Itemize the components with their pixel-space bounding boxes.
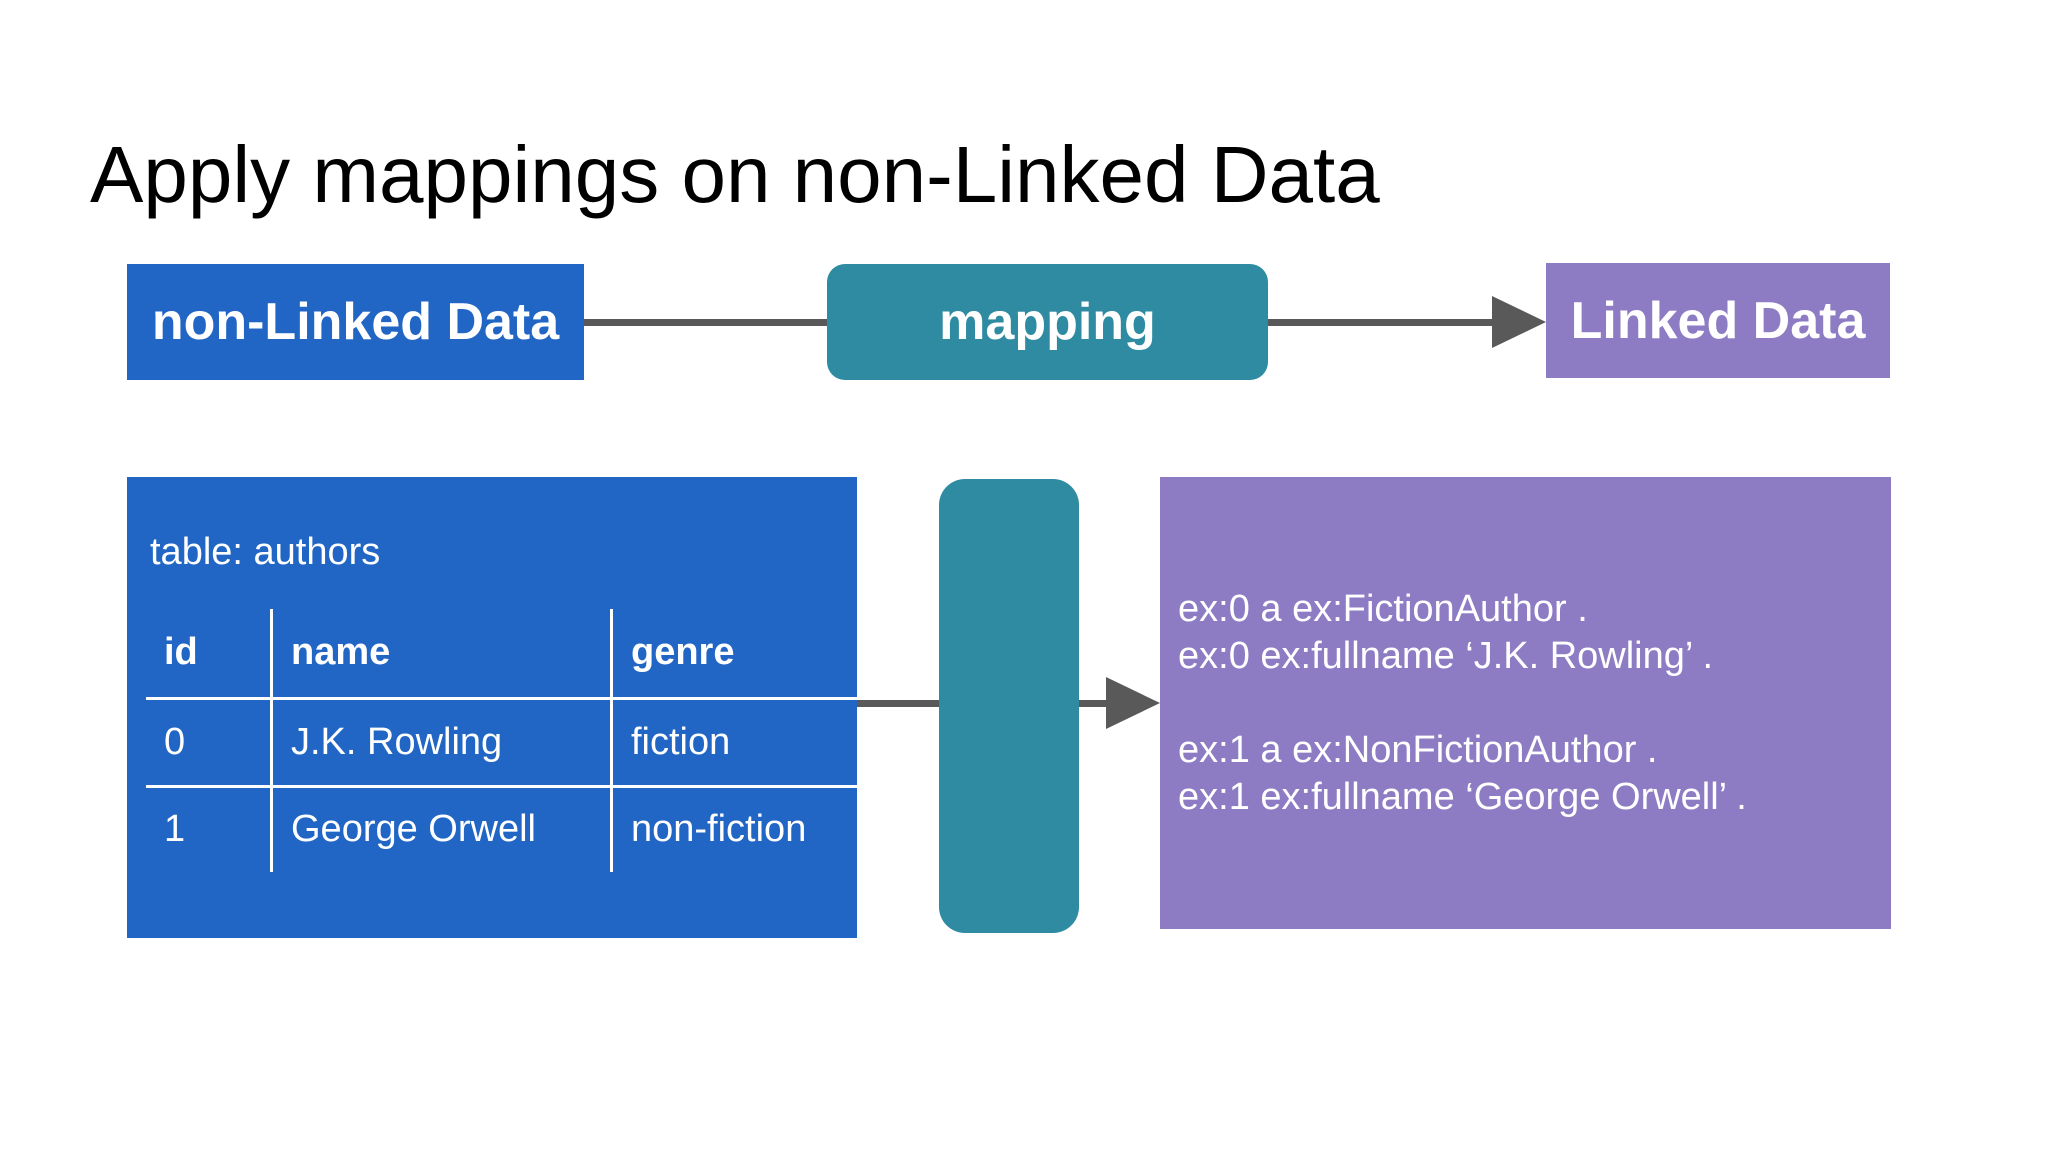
rdf-triple-line: ex:1 a ex:NonFictionAuthor . (1178, 728, 1658, 771)
header-cell-name: name (270, 609, 612, 698)
flow-connector-source-to-mapping (584, 319, 827, 326)
rdf-triple-line: ex:1 ex:fullname ‘George Orwell’ . (1178, 775, 1747, 818)
flow-node-linked-data-label: Linked Data (1570, 291, 1866, 350)
flow-connector-mapping-to-target (1268, 319, 1494, 326)
authors-table: id name genre 0 J.K. Rowling fiction 1 G… (146, 609, 863, 872)
header-cell-id: id (164, 631, 198, 674)
table-caption: table: authors (150, 531, 381, 573)
table-header-row: id name genre (146, 609, 863, 698)
rdf-blank-line (1178, 680, 1891, 727)
table-cell-name: George Orwell (270, 784, 612, 872)
flow-node-mapping-label: mapping (939, 293, 1156, 351)
table-cell-name: J.K. Rowling (270, 696, 612, 786)
arrowhead-icon (1106, 677, 1160, 729)
rdf-triple-line: ex:0 a ex:FictionAuthor . (1178, 587, 1588, 630)
table-row: 1 George Orwell non-fiction (146, 784, 863, 872)
target-detail-panel: ex:0 a ex:FictionAuthor . ex:0 ex:fullna… (1160, 477, 1891, 929)
rdf-triple-line: ex:0 ex:fullname ‘J.K. Rowling’ . (1178, 634, 1714, 677)
flow-node-linked-data: Linked Data (1546, 263, 1890, 378)
source-detail-panel: table: authors id name genre 0 J.K. Rowl… (127, 477, 863, 938)
table-cell-id: 1 (146, 784, 272, 872)
flow-node-mapping: mapping (827, 264, 1268, 380)
table-row: 0 J.K. Rowling fiction (146, 696, 863, 786)
flow-node-non-linked-data-label: non-Linked Data (151, 293, 560, 351)
slide-title: Apply mappings on non-Linked Data (90, 130, 1380, 219)
mapping-pill (939, 479, 1079, 933)
table-cell-id: 0 (146, 696, 272, 786)
header-cell-genre: genre (610, 609, 863, 698)
arrowhead-icon (1492, 296, 1546, 348)
flow-node-non-linked-data: non-Linked Data (127, 264, 584, 380)
table-cell-genre: non-fiction (610, 784, 863, 872)
table-cell-genre: fiction (610, 696, 863, 786)
